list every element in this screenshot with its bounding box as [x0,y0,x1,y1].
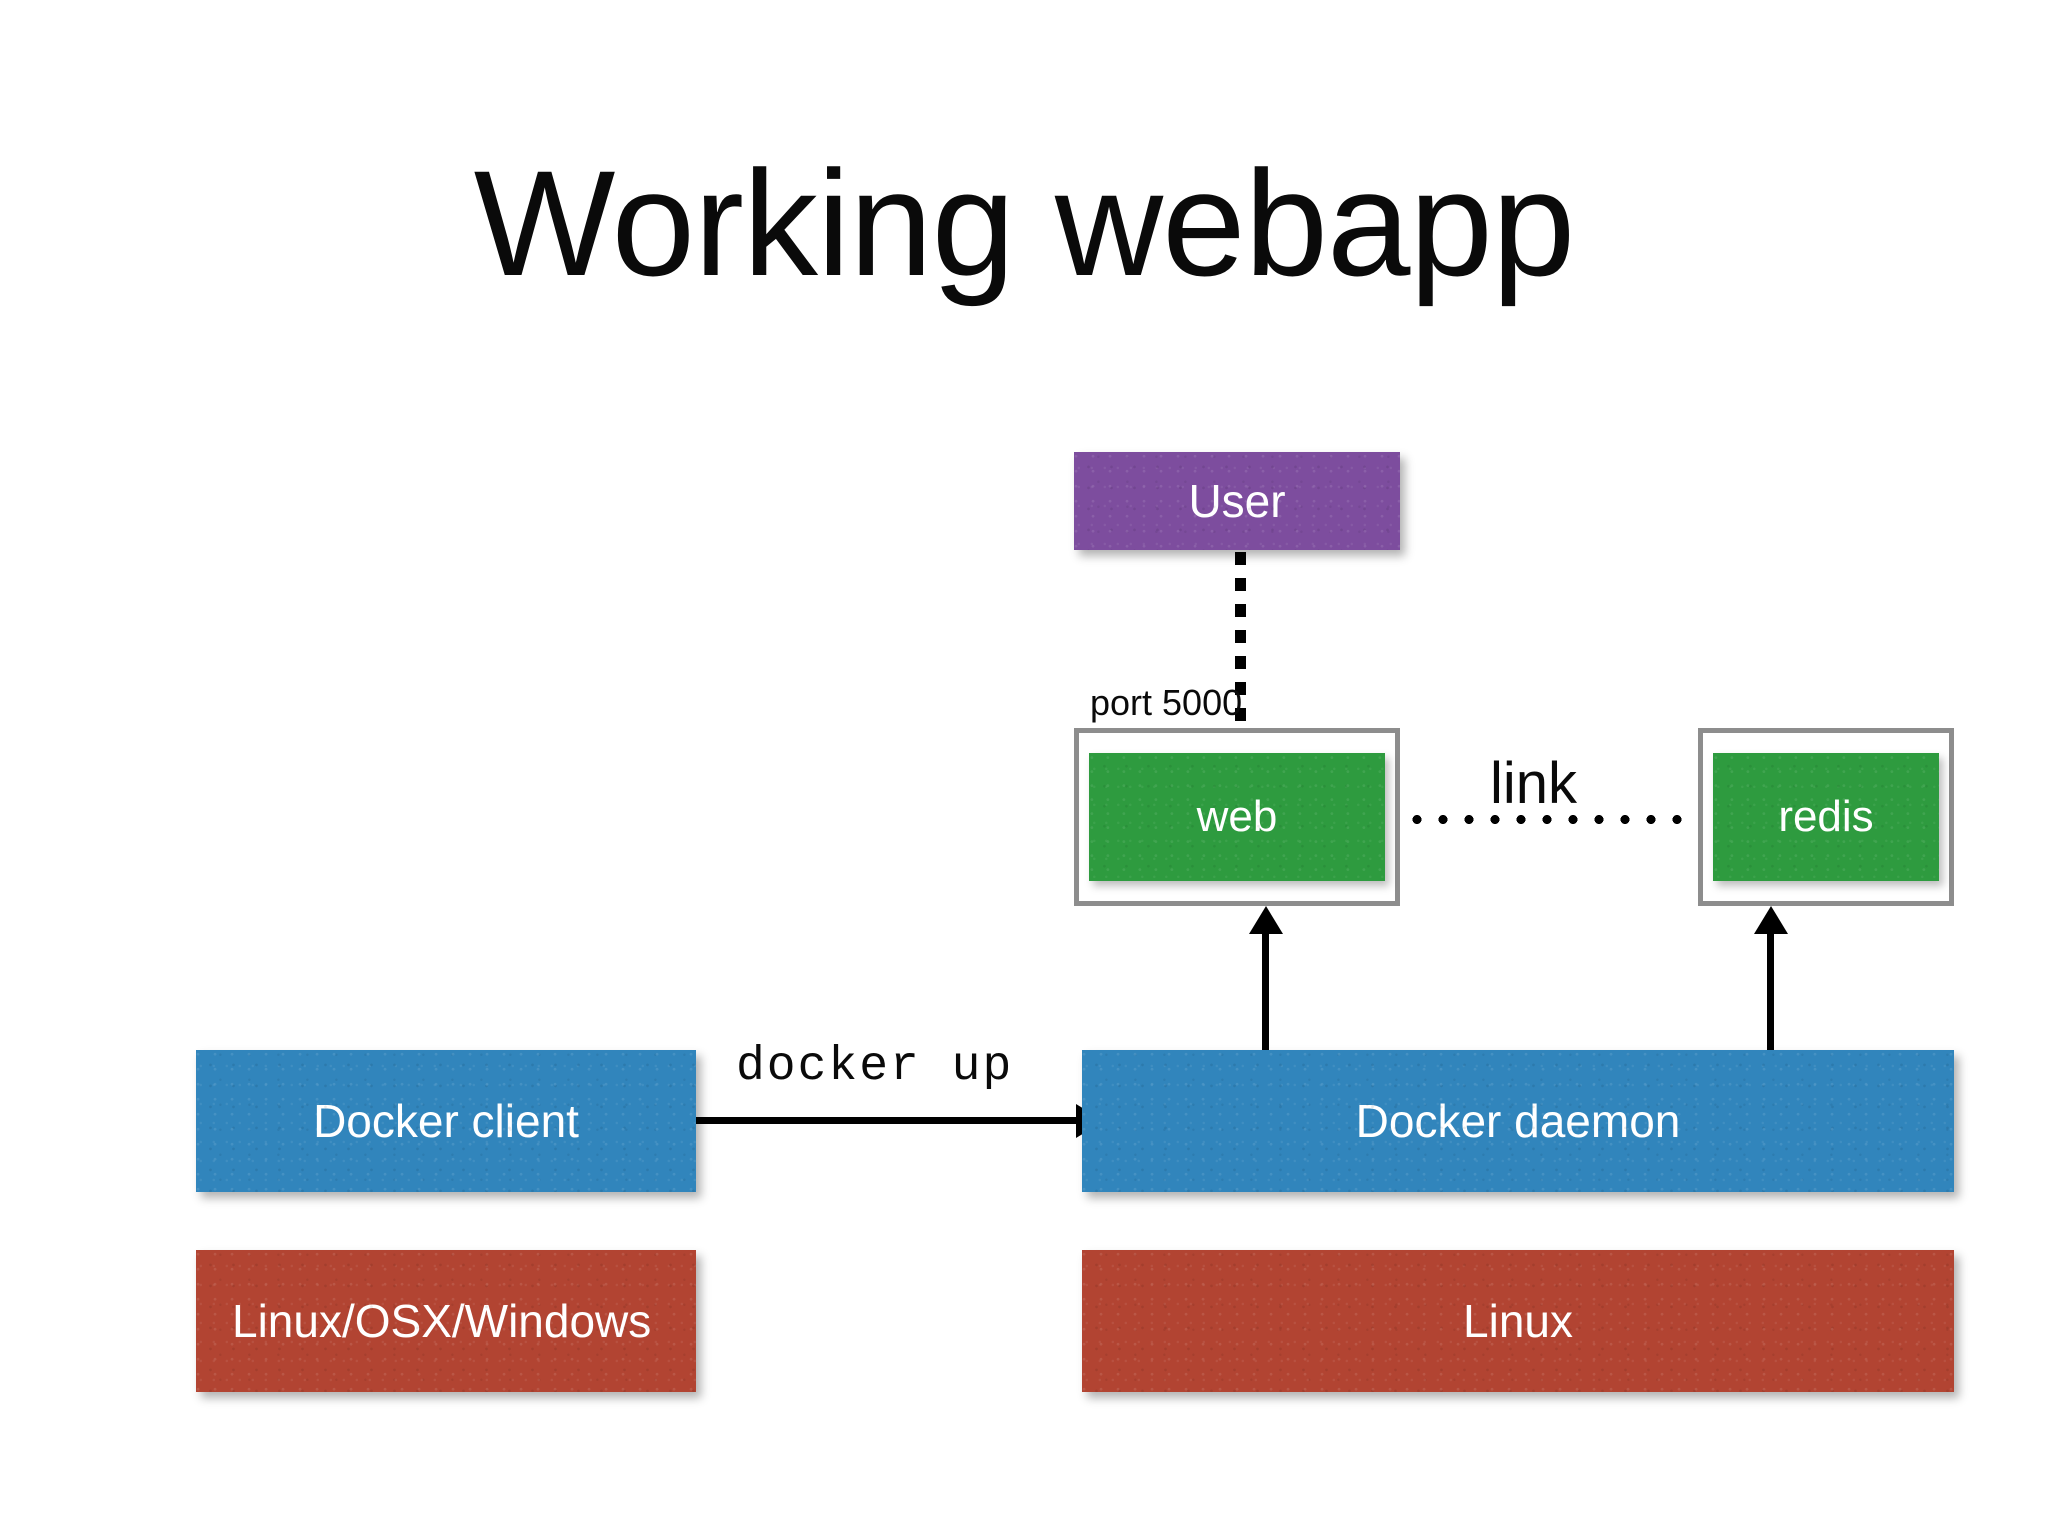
node-docker-daemon[interactable]: Docker daemon [1082,1050,1954,1192]
node-os-host-label: Linux [1463,1295,1573,1347]
node-redis[interactable]: redis [1713,753,1939,881]
edge-label-docker-up: docker up [736,1040,1014,1094]
container-frame-web: web [1074,728,1400,906]
arrow-daemon-to-web [1248,906,1283,1050]
arrow-daemon-to-redis [1753,906,1788,1050]
node-web[interactable]: web [1089,753,1385,881]
edge-label-port-5000: port 5000 [1090,682,1243,723]
container-frame-redis: redis [1698,728,1954,906]
edge-label-link: link [1490,751,1578,816]
node-user-label: User [1188,475,1286,527]
node-redis-label: redis [1778,792,1874,841]
arrowhead-up-icon [1753,906,1788,934]
node-docker-client[interactable]: Docker client [196,1050,696,1192]
edge-web-to-redis [1404,815,1700,824]
node-docker-daemon-label: Docker daemon [1355,1095,1681,1147]
node-os-client-label: Linux/OSX/Windows [232,1295,652,1347]
edge-user-to-web [1235,552,1246,728]
node-os-client[interactable]: Linux/OSX/Windows [196,1250,696,1392]
arrowhead-up-icon [1248,906,1283,934]
node-web-label: web [1196,792,1278,841]
node-os-host[interactable]: Linux [1082,1250,1954,1392]
node-user[interactable]: User [1074,452,1400,550]
arrow-client-to-daemon [696,1103,1104,1138]
page-title: Working webapp [473,139,1576,307]
node-docker-client-label: Docker client [313,1095,579,1147]
